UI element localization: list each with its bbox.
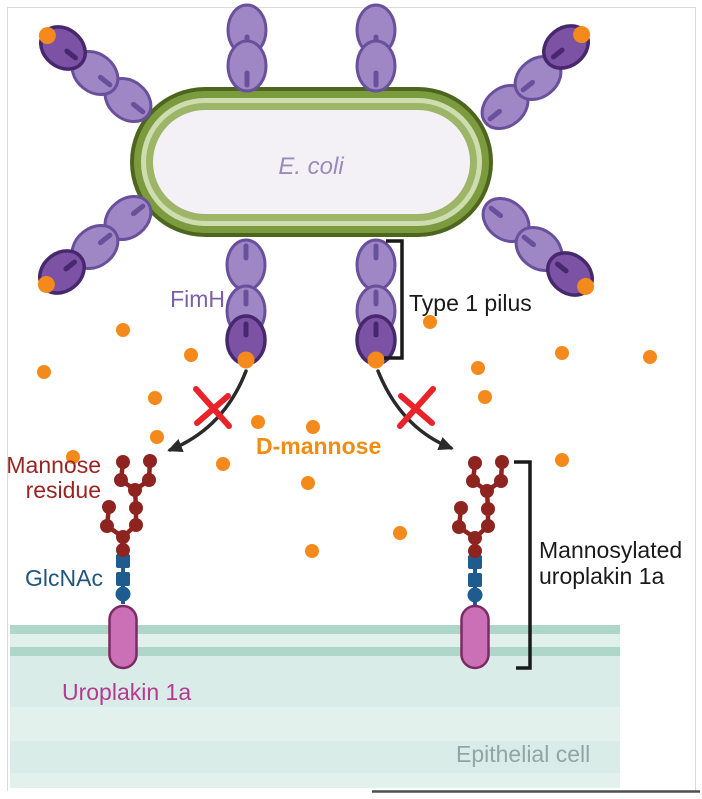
pilus-lower-left (28, 188, 160, 305)
label-glcnac: GlcNAc (25, 565, 103, 591)
fimh-tip (227, 316, 265, 369)
pilus-bottom-left (227, 240, 265, 369)
d-mannose-dot (66, 450, 80, 464)
cell-shade-band (10, 707, 620, 741)
arrow-left (167, 369, 248, 452)
pilus-top-left (228, 5, 266, 91)
d-mannose-dot (555, 346, 569, 360)
pilus-upper-right (474, 14, 601, 137)
d-mannose-dot (393, 526, 407, 540)
d-mannose-dot (150, 430, 164, 444)
d-mannose-dot (478, 390, 492, 404)
type1-pilus-bracket (384, 239, 404, 360)
label-epithelial-cell: Epithelial cell (456, 741, 590, 767)
glycan-tree (100, 454, 157, 557)
d-mannose-dot (305, 544, 319, 558)
glycan-tree (452, 455, 509, 558)
label-fimh: FimH (170, 286, 225, 312)
uroplakin-pill (460, 604, 490, 670)
d-mannose-dot (471, 361, 485, 375)
uroplakin-receptor-left (100, 454, 157, 670)
blocked-x-right (397, 386, 436, 429)
ecoli-label: E. coli (278, 153, 344, 180)
pilus-upper-left (29, 15, 160, 130)
mannosylated-bracket (514, 460, 532, 670)
label-type1-pilus: Type 1 pilus (409, 290, 532, 316)
uroplakin-pill (108, 604, 138, 670)
d-mannose-dot (643, 350, 657, 364)
cell-shade-band (10, 773, 620, 788)
label-mannosylated-line2: uroplakin 1a (539, 563, 665, 589)
label-mannosylated-line1: Mannosylated (539, 537, 682, 563)
d-mannose-dot (116, 323, 130, 337)
label-mannose-residue-line1: Mannose (6, 452, 101, 478)
d-mannose-dot (251, 415, 265, 429)
d-mannose-dot (216, 457, 230, 471)
d-mannose-dot (301, 476, 315, 490)
label-mannose-residue-line2: residue (26, 477, 101, 503)
membrane-stripe-inner (10, 647, 620, 656)
d-mannose-dot (555, 453, 569, 467)
free-d-mannose-dots (37, 315, 657, 558)
membrane-stripe-outer (10, 625, 620, 634)
label-uroplakin: Uroplakin 1a (62, 679, 191, 705)
screenshot-frame (7, 7, 696, 791)
pilus-top-right (357, 5, 395, 91)
pilus-bottom-right (357, 240, 395, 369)
label-d-mannose: D-mannose (256, 433, 381, 459)
ecoli-cell: E. coli (130, 87, 493, 237)
d-mannose-dot (37, 365, 51, 379)
d-mannose-dot (148, 391, 162, 405)
uroplakin-receptor-right (452, 455, 509, 670)
fimh-tip (357, 316, 395, 369)
d-mannose-dot (423, 315, 437, 329)
d-mannose-dot (306, 420, 320, 434)
blocked-x-left (193, 386, 232, 429)
d-mannose-dot (184, 348, 198, 362)
epithelial-cell-block (10, 625, 620, 788)
